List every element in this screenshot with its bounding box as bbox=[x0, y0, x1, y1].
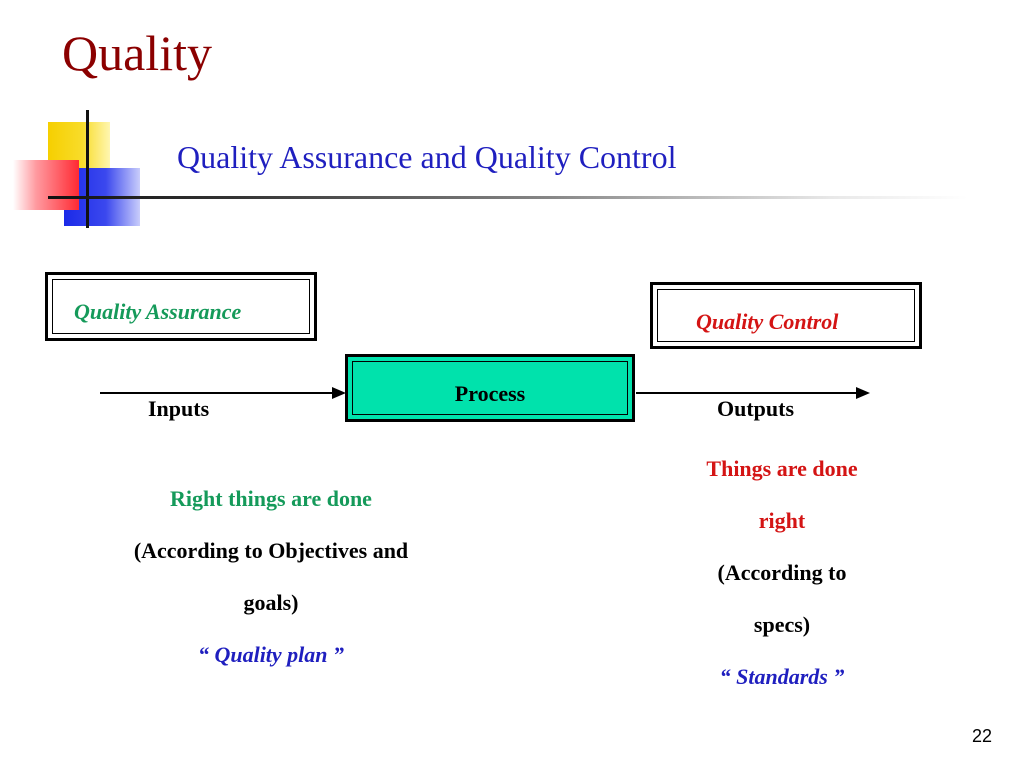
logo-red-square bbox=[13, 160, 79, 210]
outputs-label: Outputs bbox=[717, 396, 795, 421]
qc-line-1: Things are done bbox=[706, 456, 858, 481]
process-box: Process bbox=[345, 354, 635, 422]
qc-line-5: “ Standards ” bbox=[719, 664, 845, 689]
output-arrow-head-icon bbox=[856, 387, 870, 399]
title-underline bbox=[48, 196, 968, 199]
quality-control-label: Quality Control bbox=[696, 309, 839, 334]
process-box-inner-border bbox=[352, 361, 628, 415]
qc-line-2: right bbox=[758, 508, 806, 533]
logo-vertical-line bbox=[86, 110, 89, 228]
process-label: Process bbox=[454, 381, 526, 406]
qa-line-4: “ Quality plan ” bbox=[197, 642, 345, 667]
quality-control-box: Quality Control bbox=[650, 282, 922, 349]
slide-subtitle: Quality Assurance and Quality Control bbox=[177, 139, 677, 175]
page-number: 22 bbox=[972, 726, 993, 746]
quality-assurance-label: Quality Assurance bbox=[74, 299, 242, 324]
quality-control-description: Things are done right (According to spec… bbox=[672, 443, 892, 703]
quality-assurance-description: Right things are done (According to Obje… bbox=[86, 473, 456, 681]
qa-line-3: goals) bbox=[243, 590, 299, 615]
qa-line-1: Right things are done bbox=[170, 486, 372, 511]
input-arrow-head-icon bbox=[332, 387, 346, 399]
qa-line-2: (According to Objectives and bbox=[133, 538, 409, 563]
slide-title: Quality bbox=[62, 25, 212, 81]
quality-control-box-inner-border bbox=[657, 289, 915, 342]
input-arrow-line bbox=[100, 392, 332, 394]
quality-assurance-box: Quality Assurance bbox=[45, 272, 317, 341]
quality-assurance-box-inner-border bbox=[52, 279, 310, 334]
qc-line-3: (According to bbox=[717, 560, 847, 585]
inputs-label: Inputs bbox=[148, 396, 210, 421]
qc-line-4: specs) bbox=[753, 612, 811, 637]
output-arrow-line bbox=[636, 392, 858, 394]
